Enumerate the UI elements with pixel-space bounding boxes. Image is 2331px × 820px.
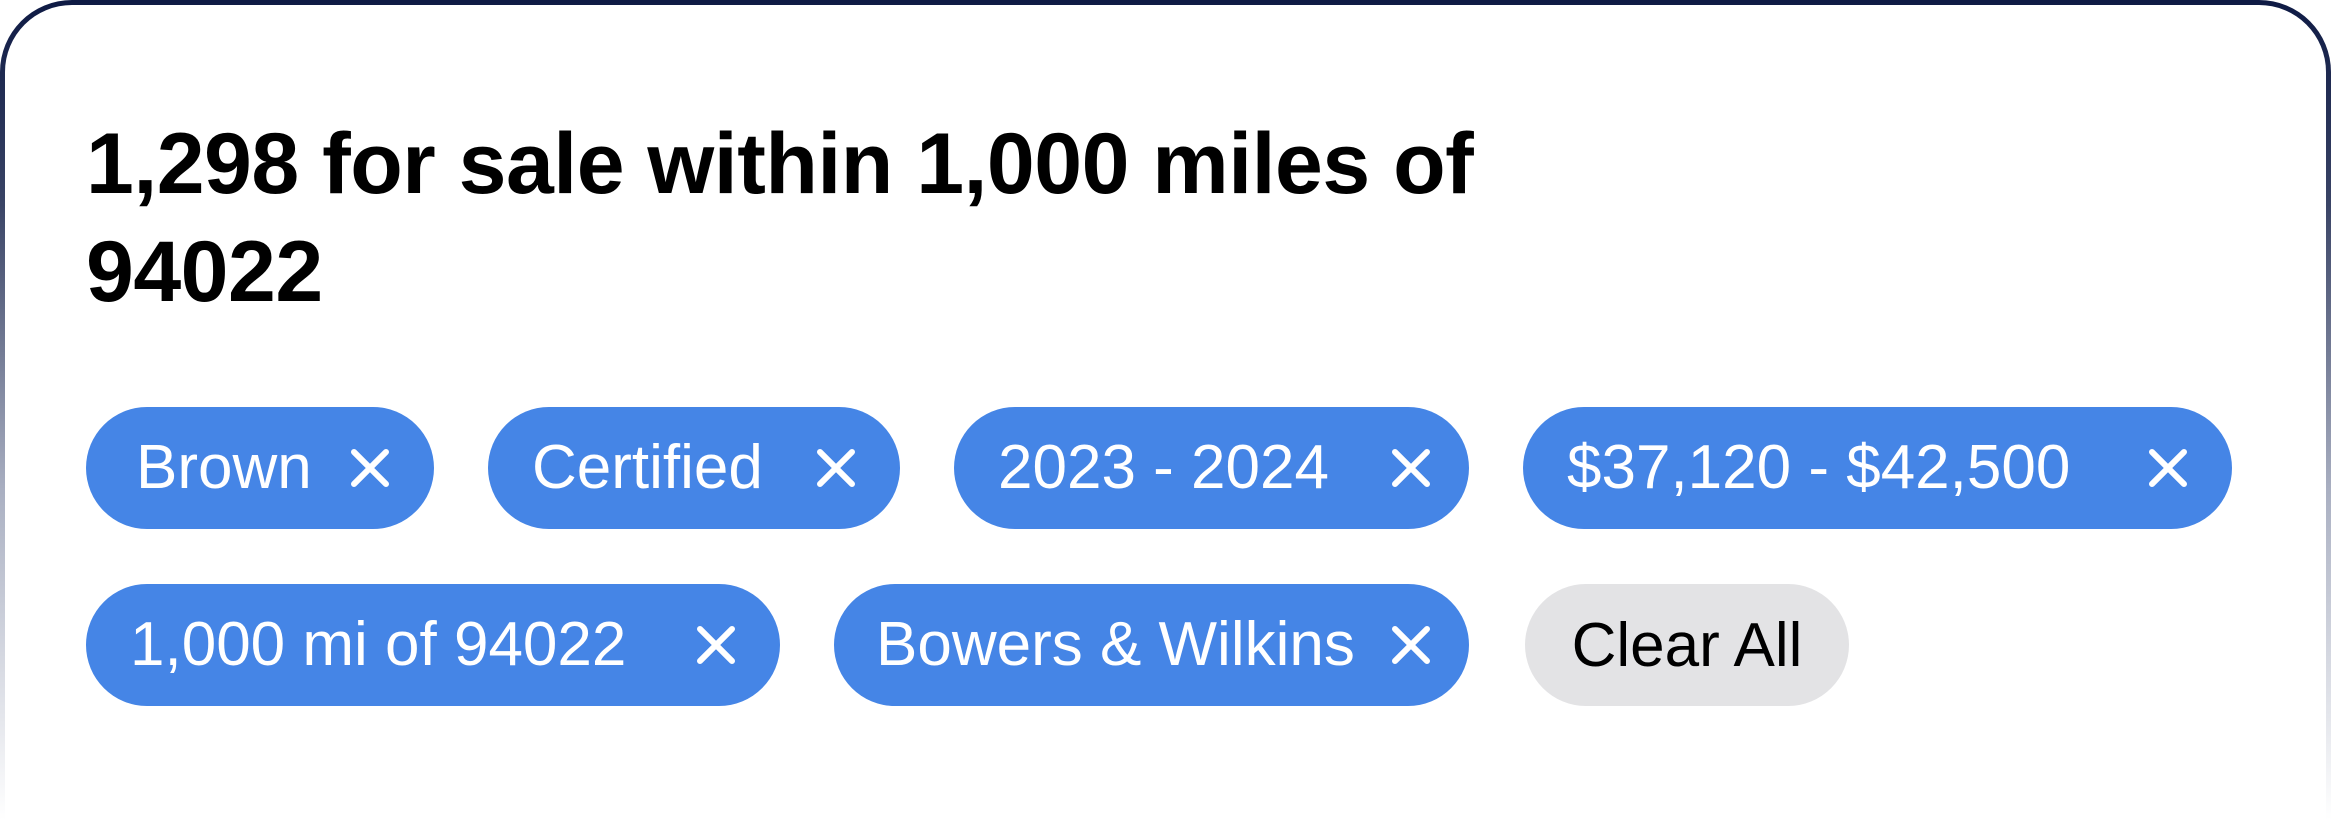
filter-chip-audio-system[interactable]: Bowers & Wilkins — [834, 584, 1469, 706]
filter-chip-distance[interactable]: 1,000 mi of 94022 — [86, 584, 780, 706]
filter-chip-label: 1,000 mi of 94022 — [130, 610, 627, 679]
clear-all-button[interactable]: Clear All — [1525, 584, 1849, 706]
close-icon[interactable] — [694, 623, 738, 667]
filter-chip-label: Certified — [532, 433, 763, 502]
filter-chip-year-range[interactable]: 2023 - 2024 — [954, 407, 1469, 529]
filter-chip-label: Bowers & Wilkins — [876, 610, 1355, 679]
filter-chip-certified[interactable]: Certified — [488, 407, 900, 529]
close-icon[interactable] — [1389, 623, 1433, 667]
filter-chip-label: Brown — [136, 433, 312, 502]
filter-chip-price-range[interactable]: $37,120 - $42,500 — [1523, 407, 2232, 529]
results-heading: 1,298 for sale within 1,000 miles of 940… — [86, 116, 1474, 320]
close-icon[interactable] — [348, 446, 392, 490]
filter-chip-label: $37,120 - $42,500 — [1567, 433, 2071, 502]
close-icon[interactable] — [1389, 446, 1433, 490]
close-icon[interactable] — [814, 446, 858, 490]
filter-chip-color[interactable]: Brown — [86, 407, 434, 529]
filter-chip-label: 2023 - 2024 — [998, 433, 1329, 502]
close-icon[interactable] — [2146, 446, 2190, 490]
